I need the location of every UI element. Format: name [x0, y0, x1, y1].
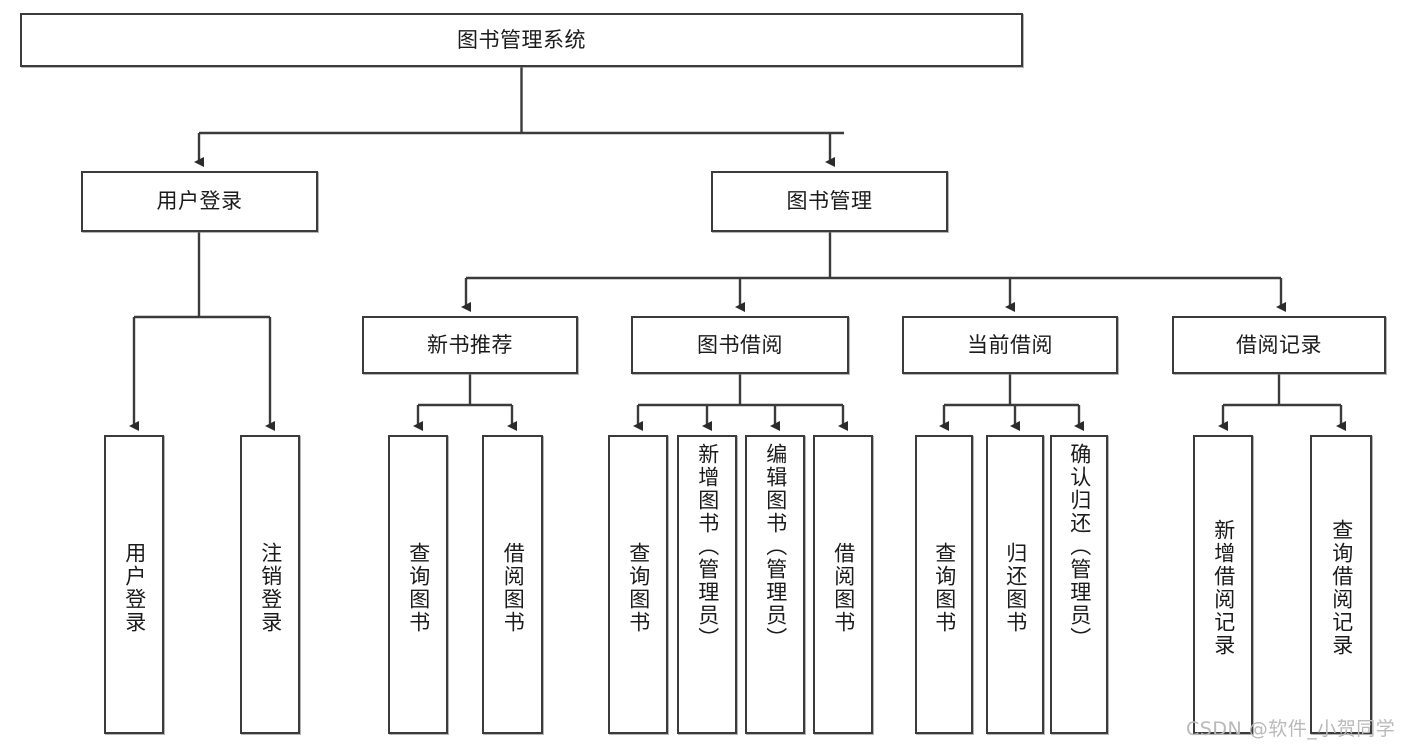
- node-user-login[interactable]: 用户登录: [81, 171, 318, 232]
- node-book-manage[interactable]: 图书管理: [711, 171, 948, 232]
- node-user-login-label: 用户登录: [156, 189, 243, 214]
- node-borrow-record[interactable]: 借阅记录: [1172, 316, 1386, 374]
- node-leaf-add-record[interactable]: 新增借阅记录: [1193, 435, 1253, 734]
- node-leaf-query-record-label: 查询借阅记录: [1329, 518, 1354, 657]
- node-leaf-borrow-book-rec-label: 借阅图书: [501, 541, 526, 634]
- node-leaf-confirm-return[interactable]: 确认归还（管理员）: [1050, 435, 1108, 734]
- node-borrow-record-label: 借阅记录: [1236, 332, 1322, 357]
- node-leaf-borrow-book-rec[interactable]: 借阅图书: [482, 435, 543, 734]
- node-leaf-add-record-label: 新增借阅记录: [1211, 518, 1236, 657]
- node-leaf-query-book-rec[interactable]: 查询图书: [388, 435, 448, 734]
- node-leaf-query-book[interactable]: 查询图书: [608, 435, 668, 734]
- node-new-book-rec[interactable]: 新书推荐: [362, 316, 578, 374]
- node-leaf-confirm-return-label: 确认归还（管理员）: [1067, 443, 1092, 650]
- node-book-manage-label: 图书管理: [786, 189, 873, 214]
- node-new-book-rec-label: 新书推荐: [427, 332, 513, 357]
- node-leaf-logout[interactable]: 注销登录: [240, 435, 300, 734]
- node-leaf-query-record[interactable]: 查询借阅记录: [1310, 435, 1372, 734]
- node-leaf-add-book-label: 新增图书（管理员）: [695, 443, 720, 650]
- node-book-borrow-label: 图书借阅: [697, 332, 783, 357]
- node-leaf-query-book-label: 查询图书: [626, 541, 651, 634]
- csdn-watermark: CSDN @软件_小贺同学: [1186, 718, 1396, 740]
- node-leaf-logout-label: 注销登录: [258, 541, 283, 634]
- node-current-borrow-label: 当前借阅: [967, 332, 1053, 357]
- node-leaf-borrow-book[interactable]: 借阅图书: [813, 435, 873, 734]
- node-leaf-add-book[interactable]: 新增图书（管理员）: [677, 435, 737, 734]
- node-leaf-user-login[interactable]: 用户登录: [104, 435, 164, 734]
- node-book-borrow[interactable]: 图书借阅: [631, 316, 849, 374]
- node-leaf-return-book-label: 归还图书: [1003, 541, 1028, 634]
- node-leaf-edit-book-label: 编辑图书（管理员）: [763, 443, 788, 650]
- node-leaf-return-book[interactable]: 归还图书: [986, 435, 1044, 734]
- node-current-borrow[interactable]: 当前借阅: [902, 316, 1118, 374]
- node-root-label: 图书管理系统: [457, 27, 586, 52]
- node-leaf-query-book-cur-label: 查询图书: [932, 541, 957, 634]
- node-leaf-user-login-label: 用户登录: [122, 541, 147, 634]
- node-leaf-query-book-cur[interactable]: 查询图书: [915, 435, 973, 734]
- node-leaf-borrow-book-label: 借阅图书: [831, 541, 856, 634]
- node-leaf-query-book-rec-label: 查询图书: [406, 541, 431, 634]
- node-root[interactable]: 图书管理系统: [20, 13, 1023, 67]
- node-leaf-edit-book[interactable]: 编辑图书（管理员）: [745, 435, 805, 734]
